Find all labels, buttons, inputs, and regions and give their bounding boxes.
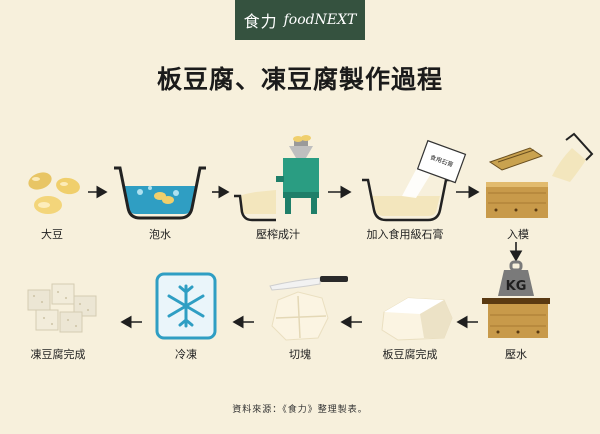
frozen-tofu-cubes-icon — [27, 283, 97, 333]
soaking-bowl-icon — [114, 166, 206, 220]
step-label-cut: 切塊 — [289, 348, 311, 361]
step-label-frozen-done: 凍豆腐完成 — [30, 348, 86, 361]
press-weight-icon — [482, 260, 550, 338]
step-label-soak: 泡水 — [149, 228, 171, 241]
gypsum-pouring-icon — [362, 139, 467, 222]
weight-label: KG — [506, 279, 527, 294]
soybeans-icon — [28, 172, 80, 214]
step-label-mold: 入模 — [507, 228, 529, 241]
source-note: 資料來源：《食力》整理製表。 — [232, 405, 368, 415]
brand-name-cn: 食力 — [243, 12, 278, 31]
mold-box-icon — [486, 132, 594, 218]
brand-logo: 食力 foodNEXT — [235, 0, 365, 40]
snowflake-icon — [155, 272, 217, 340]
step-label-tofu-done: 板豆腐完成 — [382, 348, 438, 361]
step-label-press-water: 壓水 — [505, 348, 527, 361]
page-title: 板豆腐、凍豆腐製作過程 — [156, 65, 443, 94]
step-label-add-gypsum: 加入食用級石膏 — [366, 228, 444, 241]
tofu-slab-icon — [381, 297, 453, 341]
knife-cutting-icon — [269, 276, 348, 341]
step-label-freeze: 冷凍 — [175, 348, 197, 361]
step-label-press-juice: 壓榨成汁 — [256, 228, 300, 241]
juicer-icon — [234, 135, 319, 222]
brand-name-en: foodNEXT — [283, 12, 357, 28]
step-label-soybeans: 大豆 — [41, 228, 63, 241]
